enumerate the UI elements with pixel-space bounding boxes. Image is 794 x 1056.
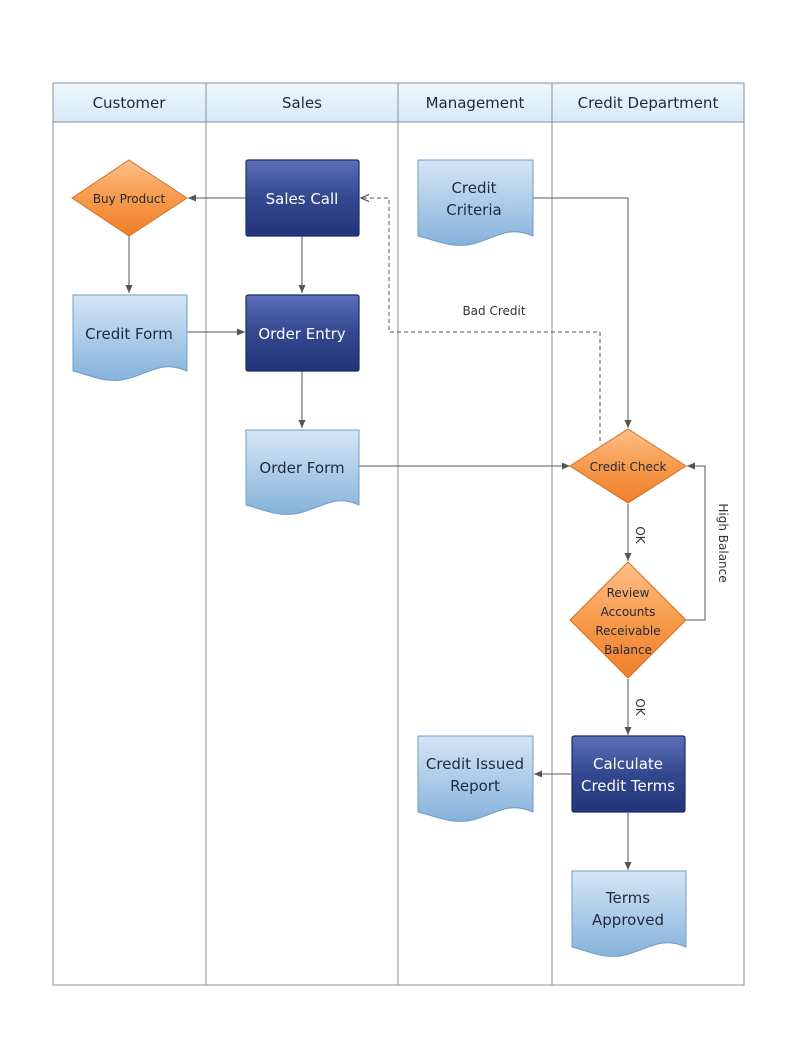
calculate-credit-terms-label: Calculate (593, 755, 663, 773)
process-order-entry: Order Entry (245, 294, 360, 372)
process-sales-call: Sales Call (245, 159, 360, 237)
credit-check-label: Credit Check (590, 460, 667, 474)
order-entry-label: Order Entry (258, 325, 345, 343)
connector-labels: Bad Credit OK OK High Balance (462, 304, 730, 717)
document-credit-criteria: Credit Criteria (417, 159, 534, 246)
connector-credit-criteria-to-credit-check (533, 197, 632, 428)
connectors (125, 197, 706, 870)
credit-issued-report-label: Credit Issued (426, 755, 524, 773)
lane-title-sales: Sales (282, 94, 322, 112)
decision-review-accounts-receivable: Review Accounts Receivable Balance (569, 561, 687, 679)
review-label: Balance (604, 643, 652, 657)
ok-label: OK (633, 526, 647, 544)
order-form-label: Order Form (259, 459, 344, 477)
buy-product-label: Buy Product (93, 192, 166, 206)
sales-call-label: Sales Call (266, 190, 339, 208)
decision-credit-check: Credit Check (569, 428, 687, 504)
document-order-form: Order Form (245, 429, 360, 515)
review-label: Receivable (595, 624, 660, 638)
lane-title-management: Management (426, 94, 525, 112)
document-credit-issued-report: Credit Issued Report (417, 735, 534, 822)
process-calculate-credit-terms: Calculate Credit Terms (571, 735, 686, 813)
review-label: Accounts (601, 605, 656, 619)
bad-credit-label: Bad Credit (462, 304, 525, 318)
credit-form-label: Credit Form (85, 325, 173, 343)
swimlanes: Customer Sales Management Credit Departm… (52, 82, 745, 986)
ok-label: OK (633, 698, 647, 716)
connector-review-to-credit-check-high-balance (686, 462, 706, 621)
credit-criteria-label: Credit (451, 179, 496, 197)
terms-approved-label: Approved (592, 911, 664, 929)
high-balance-label: High Balance (716, 503, 730, 582)
document-terms-approved: Terms Approved (571, 870, 687, 957)
decision-buy-product: Buy Product (71, 159, 188, 237)
lane-title-credit-department: Credit Department (578, 94, 719, 112)
connector-credit-check-to-sales-call-bad-credit (361, 198, 601, 441)
lane-title-customer: Customer (93, 94, 167, 112)
credit-issued-report-label: Report (450, 777, 500, 795)
document-credit-form: Credit Form (72, 294, 188, 381)
review-label: Review (607, 586, 650, 600)
credit-criteria-label: Criteria (446, 201, 501, 219)
terms-approved-label: Terms (605, 889, 650, 907)
calculate-credit-terms-label: Credit Terms (581, 777, 675, 795)
